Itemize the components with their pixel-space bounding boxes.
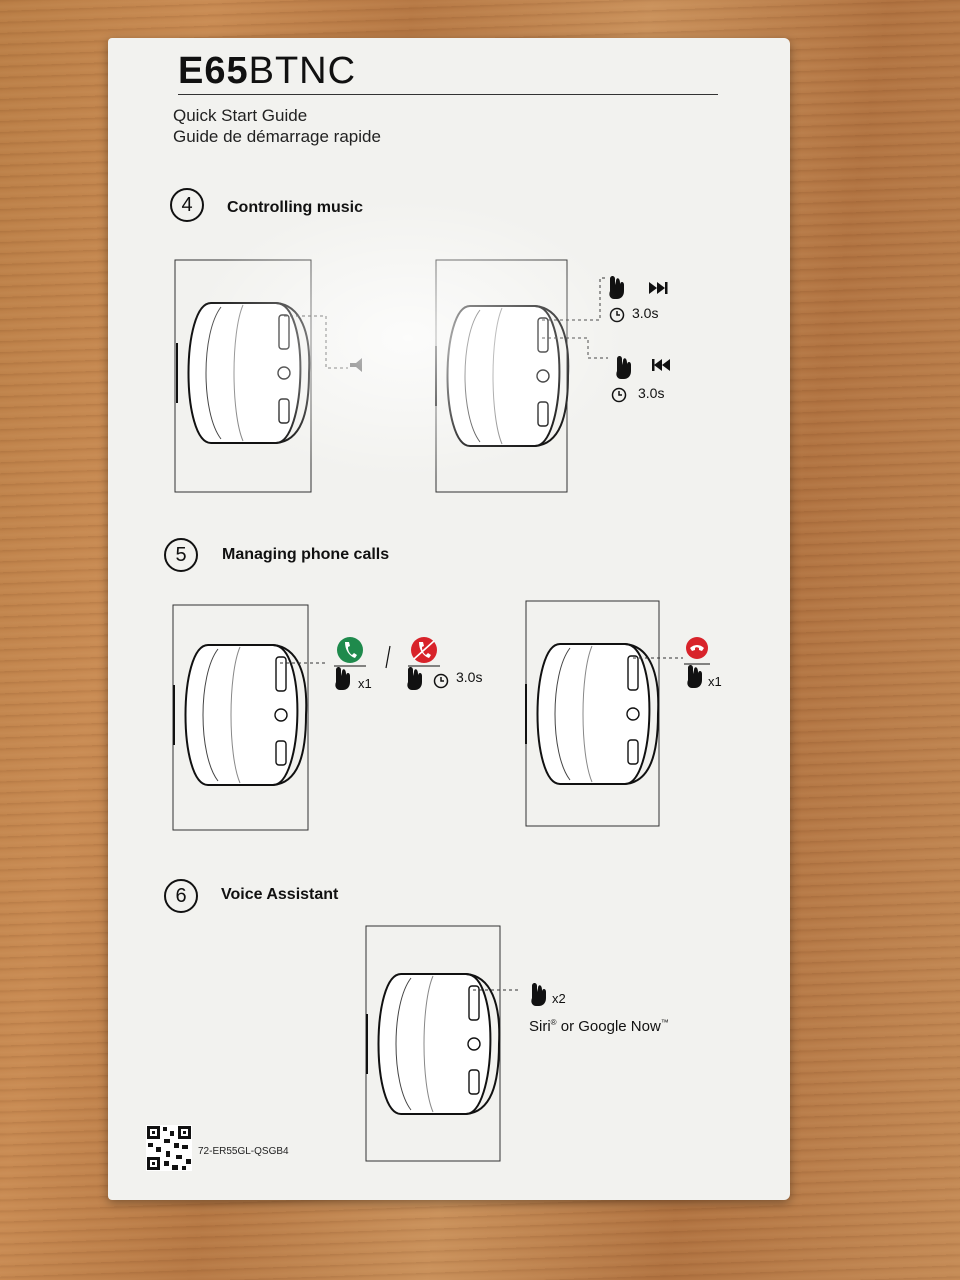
voice-assistant-names: Siri® or Google Now™ [529, 1018, 669, 1035]
next-hold-duration: 3.0s [632, 305, 659, 321]
illustration-layer [146, 259, 710, 1171]
reject-hold-duration: 3.0s [456, 669, 483, 685]
tap-hand-icon [609, 276, 624, 299]
quick-start-card: E65BTNC Quick Start Guide Guide de démar… [108, 38, 790, 1200]
previous-track-icon [652, 359, 655, 371]
headphone-call-illustration [173, 644, 308, 786]
headphone-voice-illustration [366, 973, 501, 1115]
title-divider [178, 94, 718, 95]
clock-icon-3 [433, 673, 449, 689]
part-number: 72-ER55GL-QSGB4 [198, 1146, 289, 1157]
volume-icon [350, 358, 362, 372]
double-press-hand-icon [531, 983, 546, 1006]
step-number-6: 6 [164, 879, 198, 913]
headphone-volume-illustration [176, 302, 311, 444]
qr-code-icon [146, 1125, 192, 1171]
step-number-4: 4 [170, 188, 204, 222]
previous-hold-duration: 3.0s [638, 385, 665, 401]
clock-icon [609, 307, 625, 323]
step-title-managing-calls: Managing phone calls [222, 546, 390, 563]
subtitle-french: Guide de démarrage rapide [173, 127, 381, 146]
tap-hand-icon-2 [616, 356, 631, 379]
hold-hand-icon [407, 667, 422, 690]
press-hand-icon-2 [687, 665, 702, 688]
subtitle-english: Quick Start Guide [173, 106, 308, 125]
end-press-count: x1 [708, 674, 722, 689]
product-title: E65BTNC [178, 50, 357, 92]
clock-icon-2 [611, 387, 627, 403]
next-track-icon [649, 282, 665, 294]
step-number-5: 5 [164, 538, 198, 572]
press-hand-icon [335, 667, 350, 690]
voice-press-count: x2 [552, 991, 566, 1006]
slash-separator [385, 645, 391, 669]
step-title-controlling-music: Controlling music [227, 199, 363, 216]
headphone-track-illustration [435, 305, 570, 447]
step-title-voice-assistant: Voice Assistant [221, 886, 339, 903]
headphone-endcall-illustration [525, 643, 660, 785]
end-call-icon [686, 637, 708, 659]
answer-press-count: x1 [358, 676, 372, 691]
answer-call-icon [337, 637, 363, 663]
